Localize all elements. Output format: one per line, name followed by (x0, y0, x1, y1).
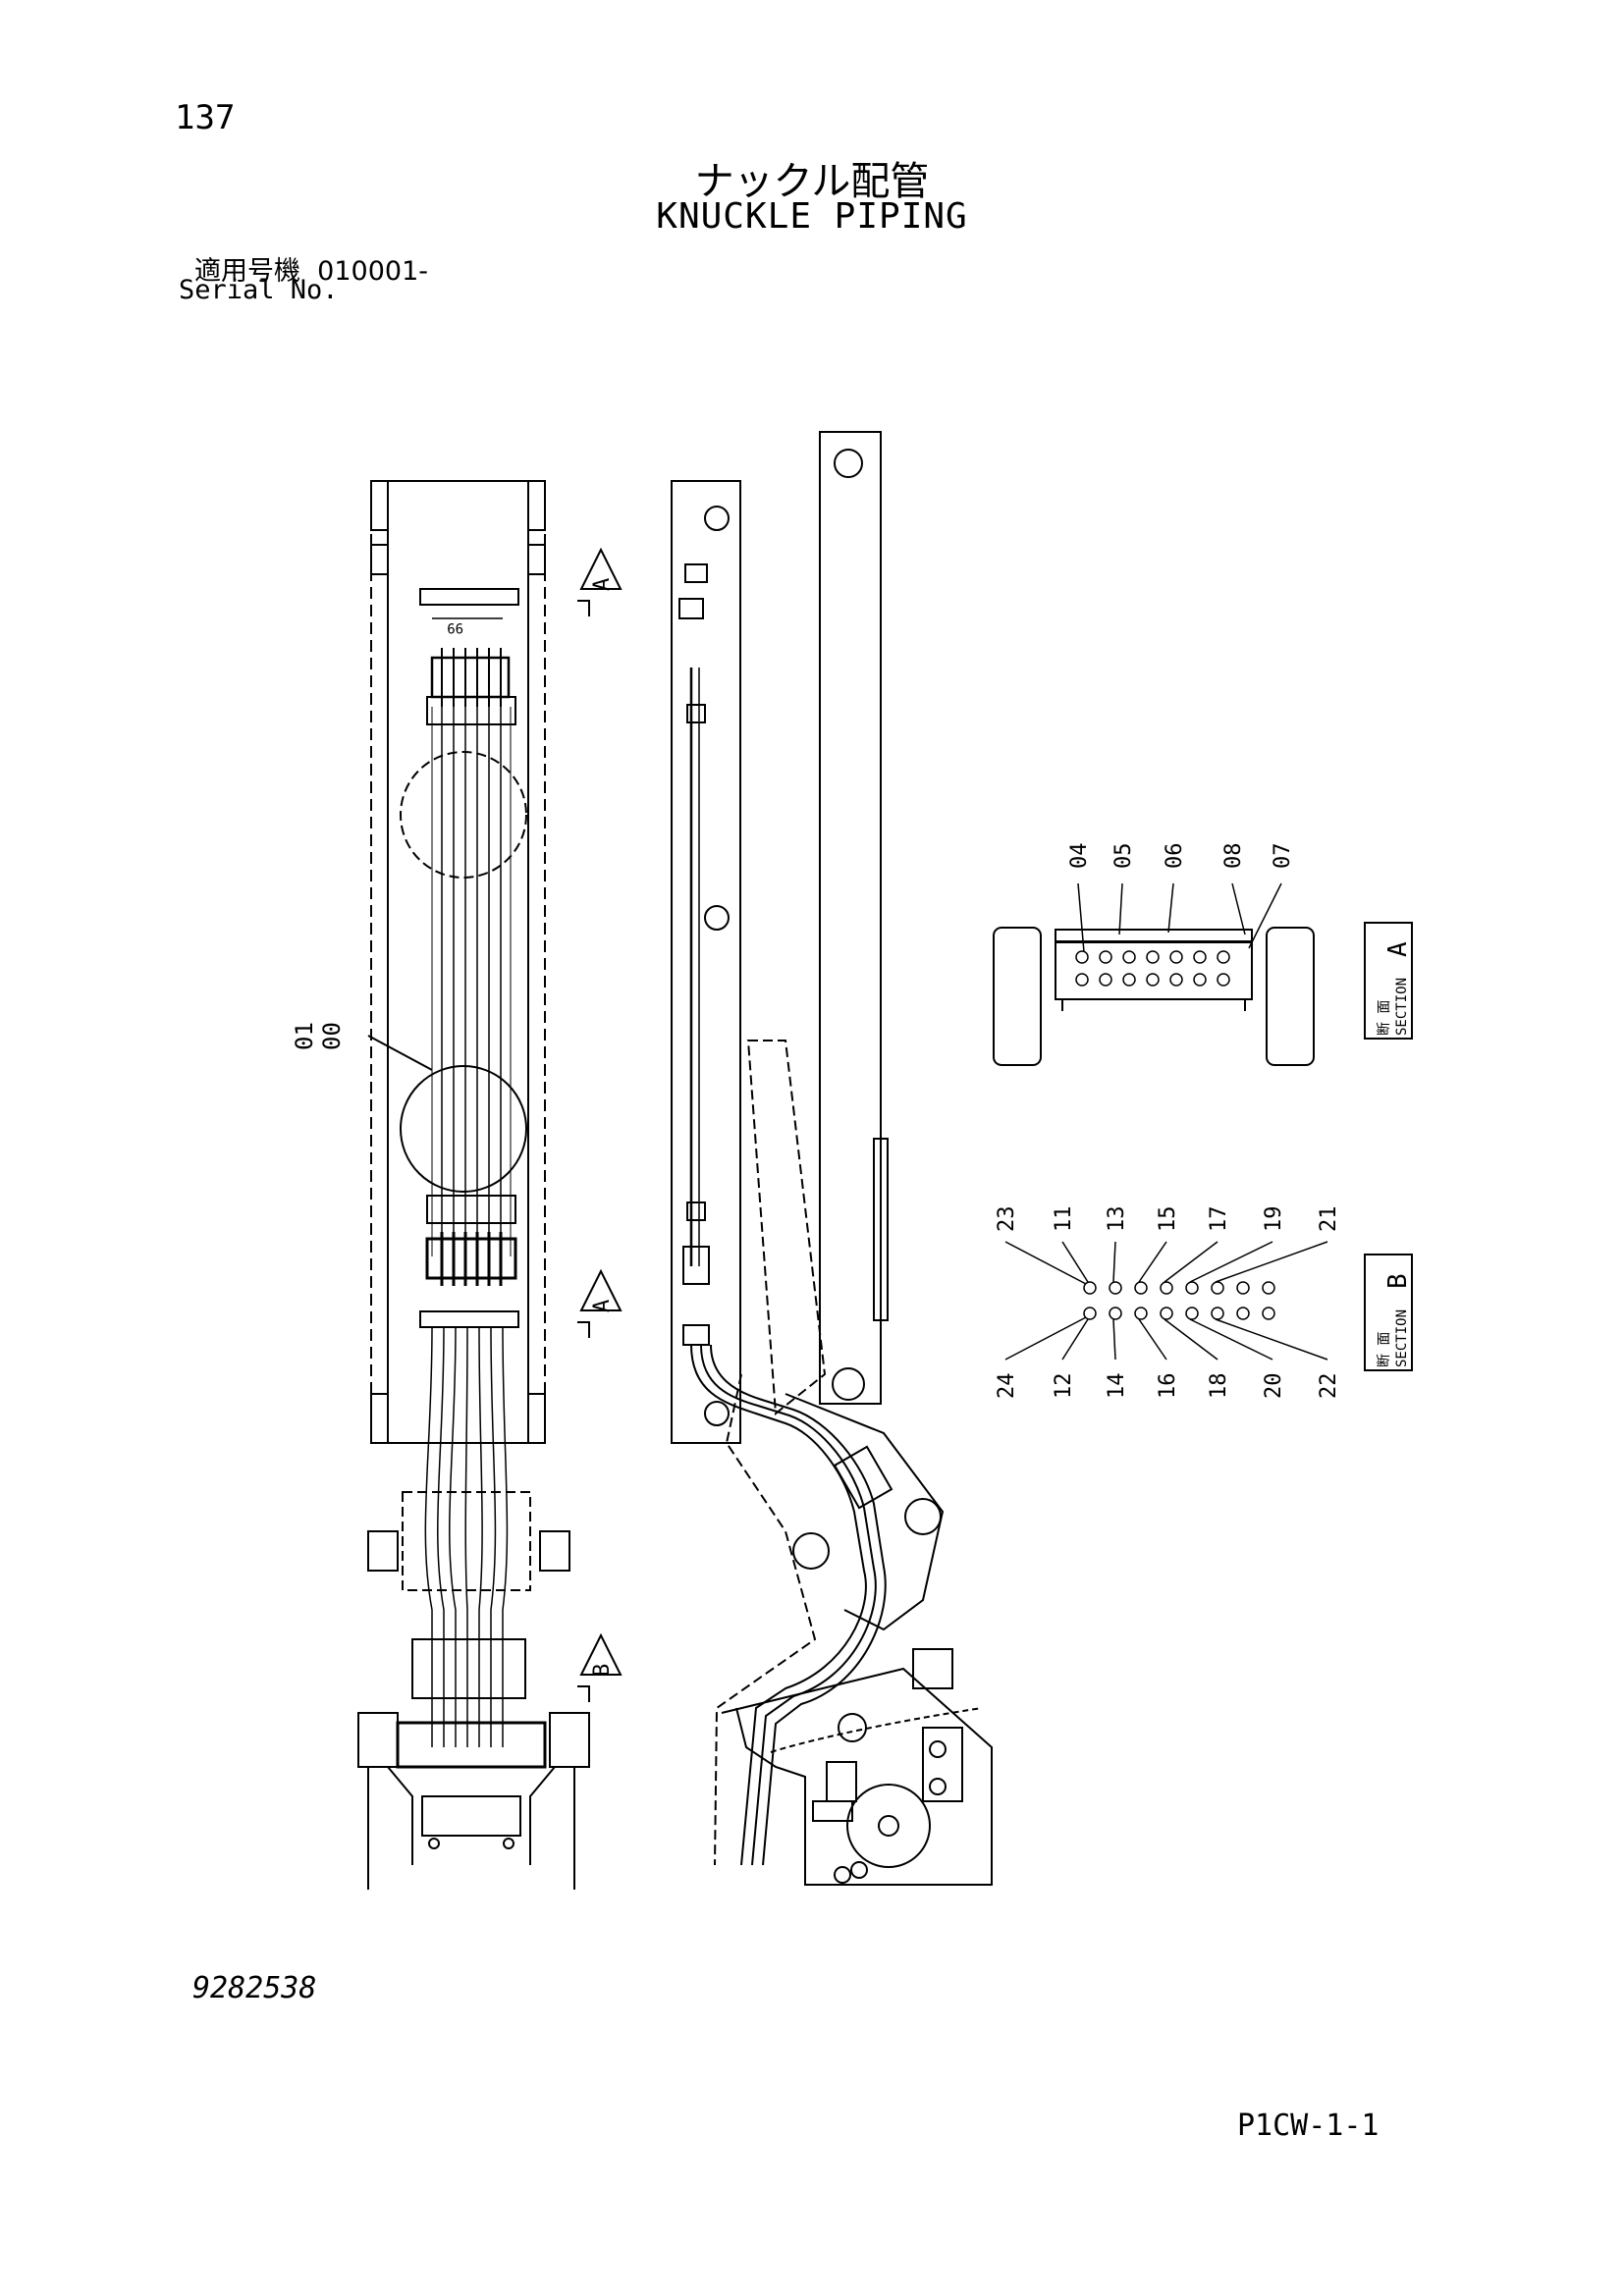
part-08: 08 (1221, 843, 1246, 870)
part-23: 23 (995, 1206, 1019, 1233)
top-view-arm: 99 (291, 480, 590, 1890)
part-11: 11 (1052, 1206, 1076, 1233)
part-19: 19 (1262, 1206, 1286, 1233)
part-22: 22 (1317, 1373, 1341, 1400)
dimension-label: 99 (447, 619, 463, 635)
callout-01: 01 (291, 1022, 318, 1050)
part-12: 12 (1052, 1373, 1076, 1400)
boom-structure (714, 431, 993, 1886)
part-24: 24 (995, 1373, 1019, 1400)
serial-label-japanese: 適用号機 (194, 256, 300, 287)
section-a-hole-row-2 (1075, 973, 1230, 987)
serial-value: 010001- (317, 256, 428, 287)
hose-couplers-lower (425, 1232, 517, 1286)
serial-number-row: 適用号機 010001- (194, 249, 428, 288)
view-marker-a-lower: A (577, 1268, 623, 1338)
callout-00: 00 (318, 1022, 346, 1050)
part-07: 07 (1271, 843, 1295, 870)
section-a-label-en: SECTION (1394, 978, 1410, 1036)
page-title-english: KNUCKLE PIPING (656, 196, 968, 237)
serial-label-english: Serial No. (179, 275, 339, 305)
hose-lines-lower (424, 1326, 509, 1747)
section-b-label-en: SECTION (1394, 1309, 1410, 1367)
part-21: 21 (1317, 1206, 1341, 1233)
part-16: 16 (1156, 1373, 1180, 1400)
part-18: 18 (1207, 1373, 1231, 1400)
page-title-japanese: ナックル配管 (694, 159, 930, 204)
section-a-view: 04 05 06 08 07 A SECTION 断 面 (993, 843, 1413, 1066)
part-15: 15 (1156, 1206, 1180, 1233)
part-05: 05 (1111, 843, 1136, 870)
section-b-letter: B (1383, 1273, 1413, 1289)
section-b-hole-row-1 (1083, 1281, 1275, 1295)
section-a-letter: A (1383, 941, 1413, 957)
svg-text:A: A (590, 578, 615, 591)
page-number: 137 (175, 98, 236, 137)
section-a-hole-row-1 (1075, 950, 1230, 964)
section-a-label-jp: 断 面 (1377, 1000, 1392, 1036)
part-06: 06 (1163, 843, 1187, 870)
view-marker-a-upper: A (577, 547, 623, 616)
section-b-hole-row-2 (1083, 1307, 1275, 1320)
part-13: 13 (1105, 1206, 1129, 1233)
part-20: 20 (1262, 1373, 1286, 1400)
svg-text:A: A (590, 1300, 615, 1312)
hose-lines-top-view (431, 707, 512, 1256)
view-marker-b: B (577, 1632, 623, 1702)
section-b-view: 23 11 13 15 17 19 21 24 12 14 16 18 20 2… (995, 1206, 1413, 1400)
section-b-label-jp: 断 面 (1377, 1332, 1392, 1367)
part-14: 14 (1105, 1373, 1129, 1400)
side-view-arm (671, 480, 887, 1866)
svg-text:B: B (590, 1664, 615, 1677)
part-04: 04 (1067, 843, 1092, 870)
part-17: 17 (1207, 1206, 1231, 1233)
drawing-number: 9282538 (192, 1971, 317, 2005)
page-code: P1CW-1-1 (1237, 2109, 1380, 2143)
